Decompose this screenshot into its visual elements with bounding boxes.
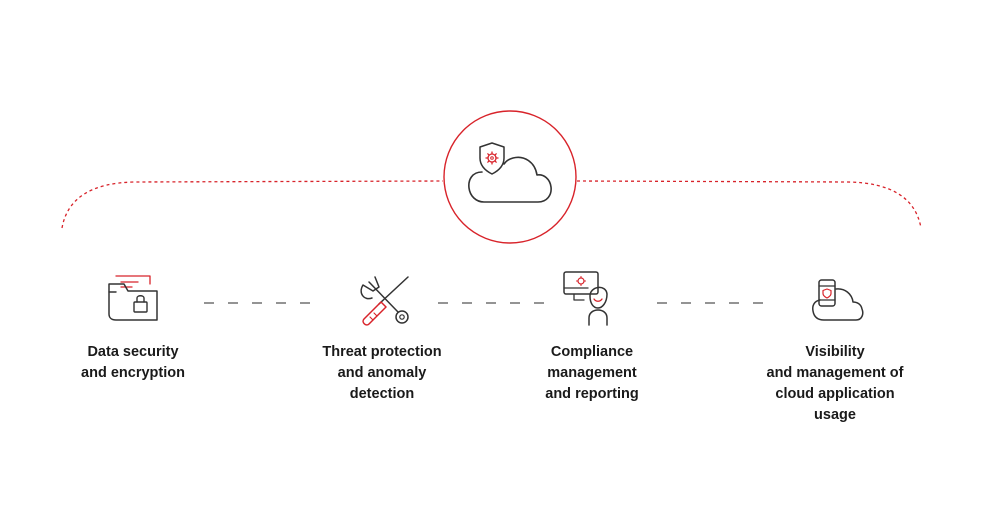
feature-label-visibility: Visibility and management of cloud appli… [766,344,904,423]
arc-left [61,180,444,229]
wrench-screwdriver-icon [360,276,409,326]
monitor-person-icon [563,271,608,326]
folder-lock-icon [108,275,158,321]
center-circle [443,110,577,244]
cloud-smartphone-icon [812,279,864,321]
feature-label-threat-protection: Threat protection and anomaly detection [322,344,442,402]
cloud-shield-gear-icon [468,142,552,203]
feature-label-compliance: Compliance management and reporting [545,344,639,402]
feature-label-data-security: Data security and encryption [81,344,185,381]
connector-arc [61,180,922,229]
arc-right [576,180,922,229]
